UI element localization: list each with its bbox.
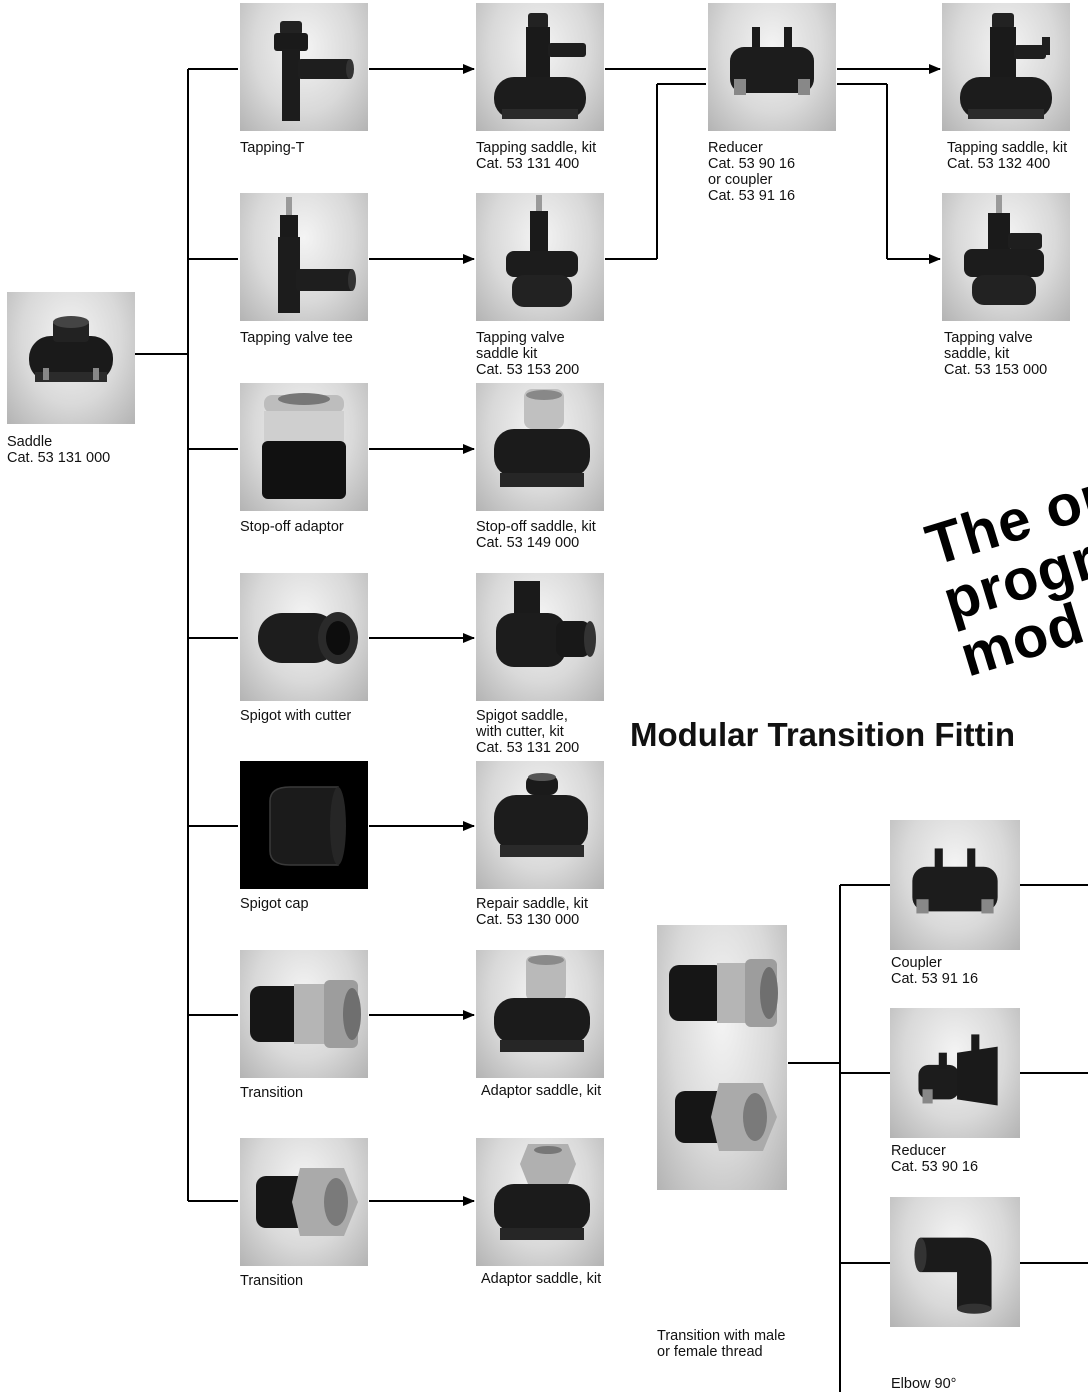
- tapping-saddle-kit-caption: Tapping saddle, kit Cat. 53 131 400: [476, 140, 597, 172]
- adaptor-saddle-kit-photo-2: [476, 1138, 604, 1266]
- reducer-caption: Reducer Cat. 53 90 16: [891, 1143, 979, 1175]
- saddle-caption: Saddle Cat. 53 131 000: [7, 434, 111, 466]
- transition-female-photo: [240, 1138, 368, 1266]
- adaptor-saddle-kit-caption-2: Adaptor saddle, kit: [481, 1271, 602, 1287]
- stop-off-saddle-kit-caption: Stop-off saddle, kit Cat. 53 149 000: [476, 519, 596, 551]
- valve-tee-icon: [964, 195, 1044, 305]
- coupler-icon: [730, 27, 814, 95]
- reducer-coupler-caption: Reducer Cat. 53 90 16 or coupler Cat. 53…: [708, 140, 796, 204]
- spigot-cap-icon: [269, 786, 346, 866]
- spigot-with-cutter-photo: [240, 573, 368, 701]
- spigot-saddle-kit-photo: [476, 573, 604, 701]
- transition-male-icon: [250, 980, 361, 1048]
- spigot-with-cutter-caption: Spigot with cutter: [240, 708, 352, 724]
- elbow-photo: [890, 1197, 1020, 1327]
- tapping-saddle-kit-caption-2: Tapping saddle, kit Cat. 53 132 400: [947, 140, 1068, 172]
- stop-off-adaptor-caption: Stop-off adaptor: [240, 519, 344, 535]
- stop-off-adaptor-photo: [240, 383, 368, 511]
- spigot-cap-photo: [240, 761, 368, 889]
- transition-male-icon: [494, 955, 590, 1052]
- saddle-icon: [494, 773, 588, 857]
- tapping-tee-icon: [274, 21, 354, 121]
- tapping-valve-tee-photo: [240, 193, 368, 321]
- saddle-icon: [960, 13, 1052, 119]
- reducer-icon: [918, 1034, 998, 1106]
- saddle-icon: [494, 13, 586, 119]
- tapping-t-caption: Tapping-T: [240, 140, 305, 156]
- valve-tee-icon: [506, 195, 578, 307]
- tapping-valve-saddle-kit-photo: [476, 193, 604, 321]
- repair-saddle-kit-photo: [476, 761, 604, 889]
- spigot-cutter-icon: [496, 581, 596, 667]
- tapping-valve-saddle-kit-photo-2: [942, 193, 1070, 321]
- tapping-valve-saddle-kit-caption: Tapping valve saddle kit Cat. 53 153 200: [476, 330, 580, 378]
- saddle-photo: [7, 292, 135, 424]
- stop-off-adaptor-icon: [494, 389, 590, 487]
- adaptor-saddle-kit-photo-1: [476, 950, 604, 1078]
- saddle-icon: [29, 316, 113, 382]
- section-title: Modular Transition Fittin: [630, 716, 1015, 753]
- valve-tee-icon: [278, 197, 356, 313]
- transition-male-female-photo: [657, 925, 787, 1190]
- elbow-icon: [914, 1237, 992, 1314]
- repair-saddle-kit-caption: Repair saddle, kit Cat. 53 130 000: [476, 896, 589, 928]
- transition-male-icon: [669, 959, 778, 1151]
- spigot-cap-caption: Spigot cap: [240, 896, 309, 912]
- stop-off-adaptor-icon: [262, 393, 346, 499]
- coupler-caption: Coupler Cat. 53 91 16: [891, 955, 979, 987]
- spigot-saddle-kit-caption: Spigot saddle, with cutter, kit Cat. 53 …: [476, 708, 580, 756]
- tapping-valve-tee-caption: Tapping valve tee: [240, 330, 353, 346]
- adaptor-saddle-kit-caption-1: Adaptor saddle, kit: [481, 1083, 602, 1099]
- tapping-saddle-kit-photo: [476, 3, 604, 131]
- tapping-t-photo: [240, 3, 368, 131]
- transition-male-female-caption: Transition with male or female thread: [657, 1328, 786, 1360]
- coupler-icon: [912, 848, 998, 914]
- transition-male-caption: Transition: [240, 1085, 304, 1101]
- transition-female-caption: Transition: [240, 1273, 304, 1289]
- transition-female-icon: [494, 1144, 590, 1240]
- coupler-photo: [890, 820, 1020, 950]
- transition-female-icon: [256, 1168, 358, 1236]
- tapping-valve-saddle-kit-caption-2: Tapping valve saddle, kit Cat. 53 153 00…: [944, 330, 1048, 378]
- reducer-photo: [890, 1008, 1020, 1138]
- stop-off-saddle-kit-photo: [476, 383, 604, 511]
- elbow-caption: Elbow 90°: [891, 1376, 957, 1392]
- tapping-saddle-kit-photo-2: [942, 3, 1070, 131]
- spigot-cutter-icon: [258, 612, 358, 664]
- transition-male-photo: [240, 950, 368, 1078]
- reducer-coupler-photo: [708, 3, 836, 131]
